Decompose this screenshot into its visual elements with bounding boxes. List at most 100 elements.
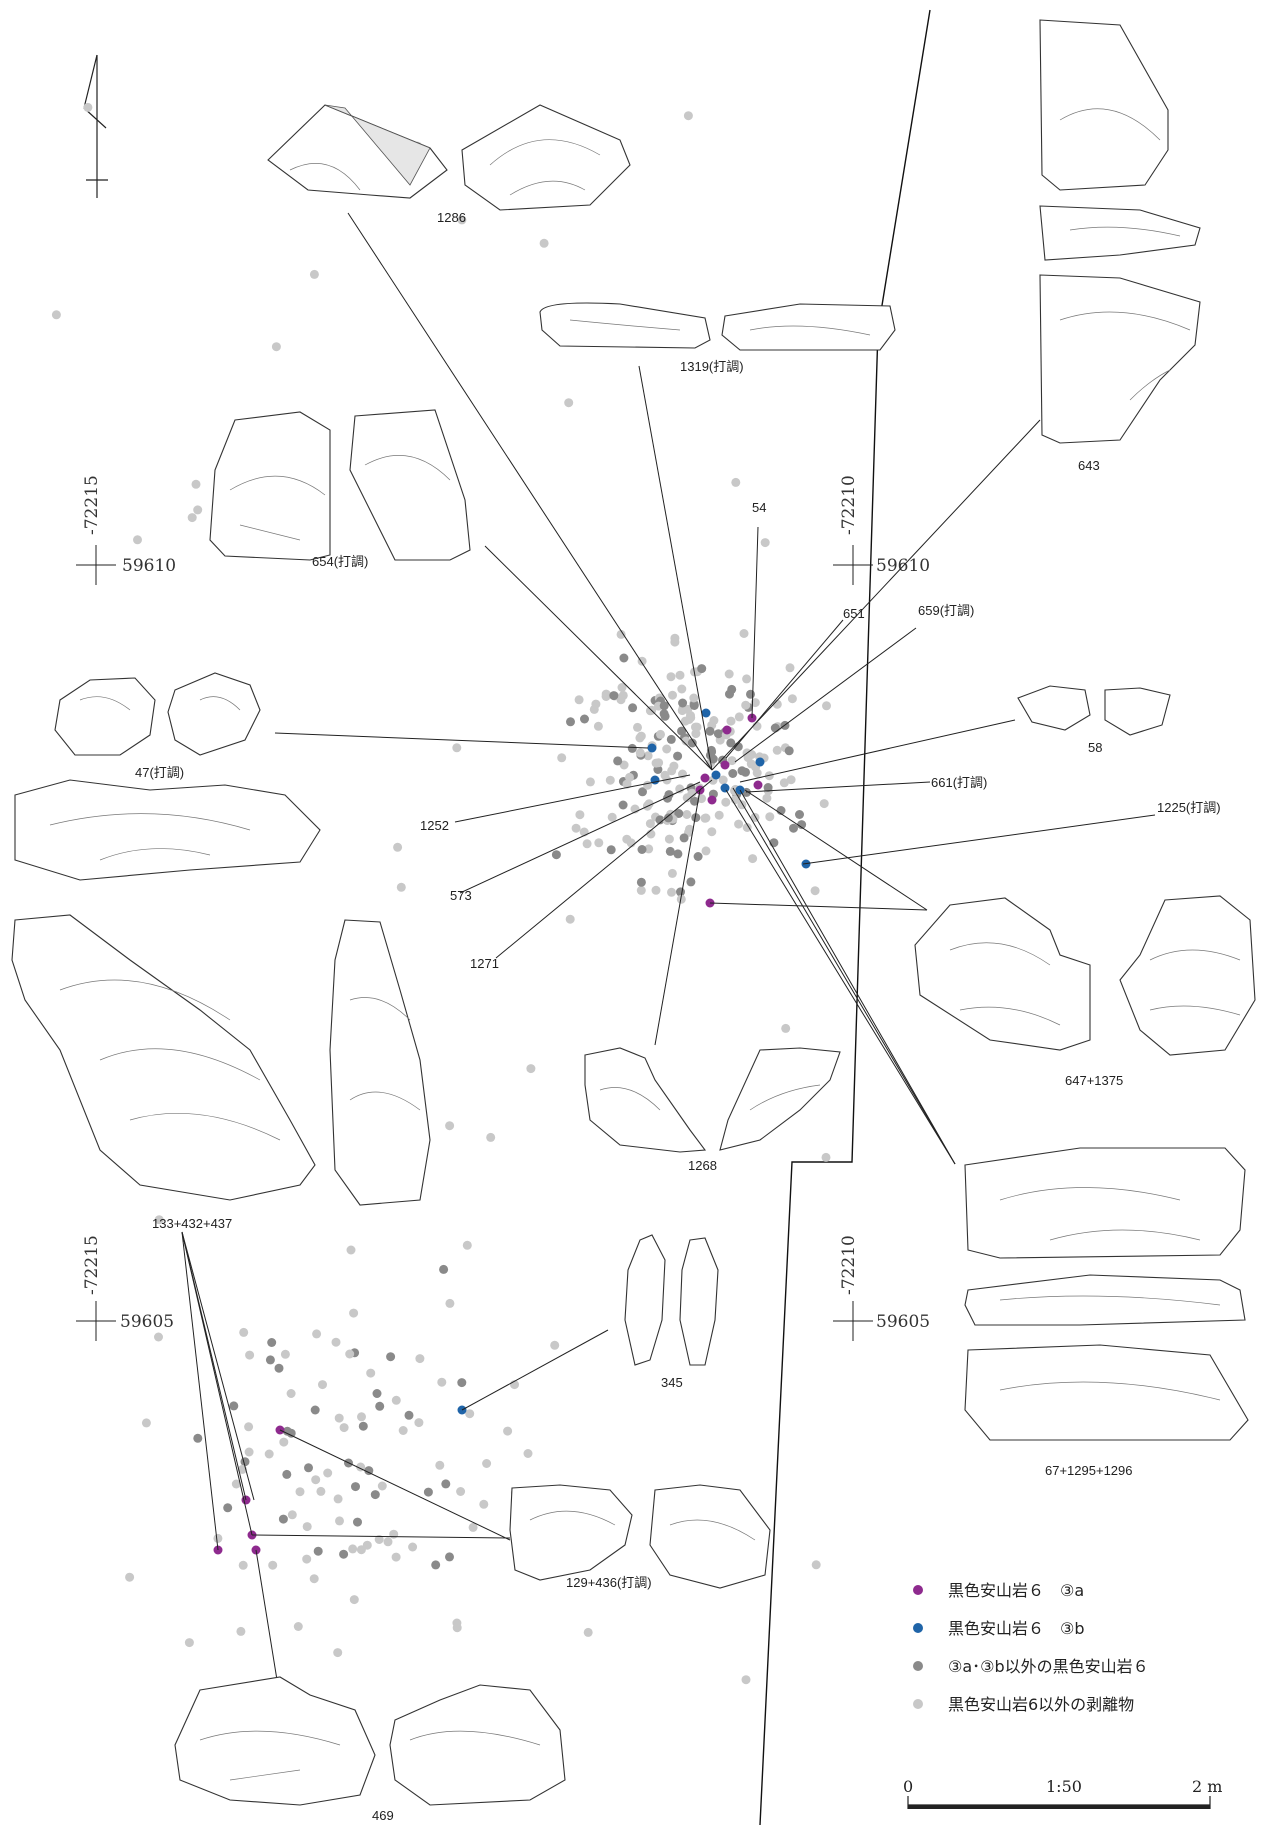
- scatter-dot: [687, 738, 697, 748]
- scatter-dot: [709, 716, 719, 725]
- artifact-654: 654(打調): [209, 409, 471, 569]
- scatter-dot: [452, 1618, 462, 1628]
- scatter-dot: [465, 1409, 475, 1419]
- refit-line: [638, 365, 713, 771]
- scatter-dot: [651, 885, 661, 895]
- scatter-dot: [772, 745, 782, 755]
- scatter-dot: [141, 1418, 151, 1428]
- refit-line: [709, 902, 928, 911]
- legend-label: 黒色安山岩６ ③a: [948, 1581, 1084, 1600]
- grid-marker: -72215 59605: [76, 1235, 174, 1341]
- scatter-dot: [770, 723, 780, 733]
- pointer-label: 54: [752, 500, 766, 515]
- scatter-dot: [431, 1560, 441, 1570]
- refit-line: [495, 779, 713, 959]
- refit-line: [739, 719, 1016, 783]
- scatter-dot: [287, 1510, 297, 1520]
- scatter-dot: [366, 1368, 376, 1378]
- artifact-label: 47(打調): [135, 765, 184, 780]
- scatter-dot: [408, 1542, 418, 1552]
- scatter-dot: [667, 887, 676, 897]
- scale-bar: 0 1:50 2 m: [903, 1777, 1222, 1809]
- scatter-dot: [389, 1529, 399, 1539]
- scatter-dot: [550, 1340, 560, 1350]
- legend: 黒色安山岩６ ③a 黒色安山岩６ ③b ③a･③b以外の黒色安山岩６ 黒色安山岩…: [913, 1581, 1149, 1714]
- scatter-dot: [643, 780, 653, 790]
- scatter-dot: [619, 653, 629, 663]
- artifact-label: 647+1375: [1065, 1073, 1123, 1088]
- scatter-dot: [193, 505, 203, 515]
- scatter-dot: [566, 717, 575, 727]
- scatter-dot: [310, 1405, 320, 1415]
- scatter-dot: [415, 1354, 425, 1364]
- refit-line: [654, 789, 701, 1046]
- refit-line: [279, 1429, 511, 1541]
- grid-y-label: 59605: [876, 1312, 930, 1332]
- scatter-dot: [357, 1412, 366, 1422]
- scatter-dot: [638, 787, 647, 797]
- scatter-dot: [747, 750, 757, 759]
- scatter-dot: [580, 714, 589, 724]
- scatter-dot: [617, 683, 627, 692]
- scatter-dot: [435, 1460, 445, 1470]
- scatter-dot: [627, 743, 637, 753]
- scatter-dot: [692, 722, 702, 732]
- scatter-dot: [601, 689, 611, 699]
- scatter-dot: [293, 1622, 303, 1631]
- scatter-dot: [445, 1552, 454, 1562]
- scatter-dot: [356, 1545, 366, 1555]
- scatter-dot: [727, 756, 737, 766]
- scatter-dot: [821, 1152, 831, 1162]
- refit-line: [745, 781, 931, 793]
- artifact-345: 345: [624, 1234, 719, 1390]
- pointer-label: 659(打調): [918, 603, 974, 618]
- scatter-dot: [213, 1533, 223, 1543]
- scatter-dot: [625, 772, 634, 782]
- scatter-dot: [574, 695, 584, 705]
- refit-line: [725, 619, 844, 759]
- scatter-dot: [295, 1487, 305, 1497]
- scatter-dot: [309, 1574, 319, 1584]
- scatter-dot: [659, 701, 669, 711]
- scatter-dot: [349, 1595, 359, 1605]
- scatter-dot: [636, 877, 646, 887]
- scatter-dot: [245, 1350, 255, 1360]
- artifact-label: 1286: [437, 210, 466, 225]
- scatter-dot: [282, 1469, 292, 1479]
- scatter-dot: [339, 1549, 349, 1559]
- scatter-dot: [268, 1560, 278, 1570]
- refit-line: [739, 789, 956, 1165]
- artifact-label: 1268: [688, 1158, 717, 1173]
- scatter-dot: [339, 1423, 349, 1433]
- scatter-dot: [635, 733, 645, 743]
- refit-line: [347, 212, 713, 771]
- scatter-dot: [635, 748, 645, 758]
- scatter-dot: [565, 914, 575, 924]
- scatter-dot: [393, 842, 403, 852]
- scatter-dot: [244, 1447, 254, 1457]
- scatter-dot: [457, 215, 467, 225]
- scatter-dot: [229, 1401, 239, 1411]
- scatter-dot: [682, 810, 692, 819]
- scatter-dot: [331, 1337, 341, 1347]
- scatter-dot: [523, 1449, 533, 1458]
- pointer-label: 1225(打調): [1157, 800, 1221, 815]
- artifact-643: 643: [1039, 19, 1201, 473]
- scatter-dot: [575, 810, 585, 820]
- scatter-dot: [690, 796, 699, 806]
- refit-line: [454, 774, 691, 823]
- scatter-dot: [797, 820, 807, 830]
- scatter-dot: [318, 1380, 327, 1390]
- scatter-dot: [457, 1378, 467, 1388]
- scatter-dot: [323, 1468, 333, 1478]
- scatter-dot: [667, 868, 677, 878]
- scatter-dot: [737, 766, 747, 776]
- scatter-dot: [819, 799, 829, 809]
- scatter-dot: [377, 1481, 387, 1491]
- scatter-dot: [691, 813, 701, 823]
- artifact-647-1375: 647+1375: [914, 895, 1256, 1088]
- scatter-dot-3a: [720, 760, 730, 770]
- scatter-dot: [582, 839, 592, 849]
- scatter-dot: [348, 1544, 358, 1554]
- scatter-dot: [391, 1552, 401, 1562]
